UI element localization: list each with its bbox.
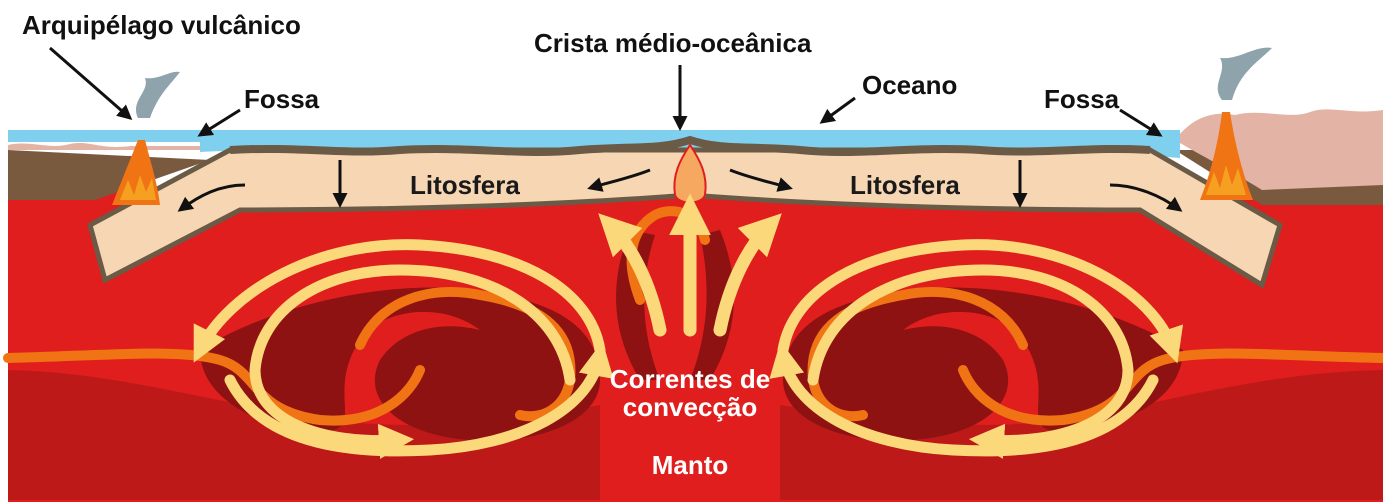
smoke-icon: [1218, 48, 1272, 100]
label-ocean: Oceano: [862, 70, 957, 100]
label-convection-line1: Correntes de: [610, 364, 770, 394]
label-pointer-arrows: [50, 48, 1160, 135]
label-lithosphere-right: Litosfera: [850, 170, 960, 200]
land-hills-right: [1175, 109, 1383, 190]
label-convection-line2: convecção: [623, 392, 757, 422]
land-hills-left: [8, 143, 200, 150]
label-trench-left: Fossa: [244, 84, 320, 114]
label-lithosphere-left: Litosfera: [410, 170, 520, 200]
label-ridge: Crista médio-oceânica: [534, 28, 812, 58]
smoke-icon: [136, 72, 180, 118]
label-archipelago: Arquipélago vulcânico: [22, 10, 301, 40]
label-trench-right: Fossa: [1044, 84, 1120, 114]
label-mantle: Manto: [652, 450, 729, 480]
